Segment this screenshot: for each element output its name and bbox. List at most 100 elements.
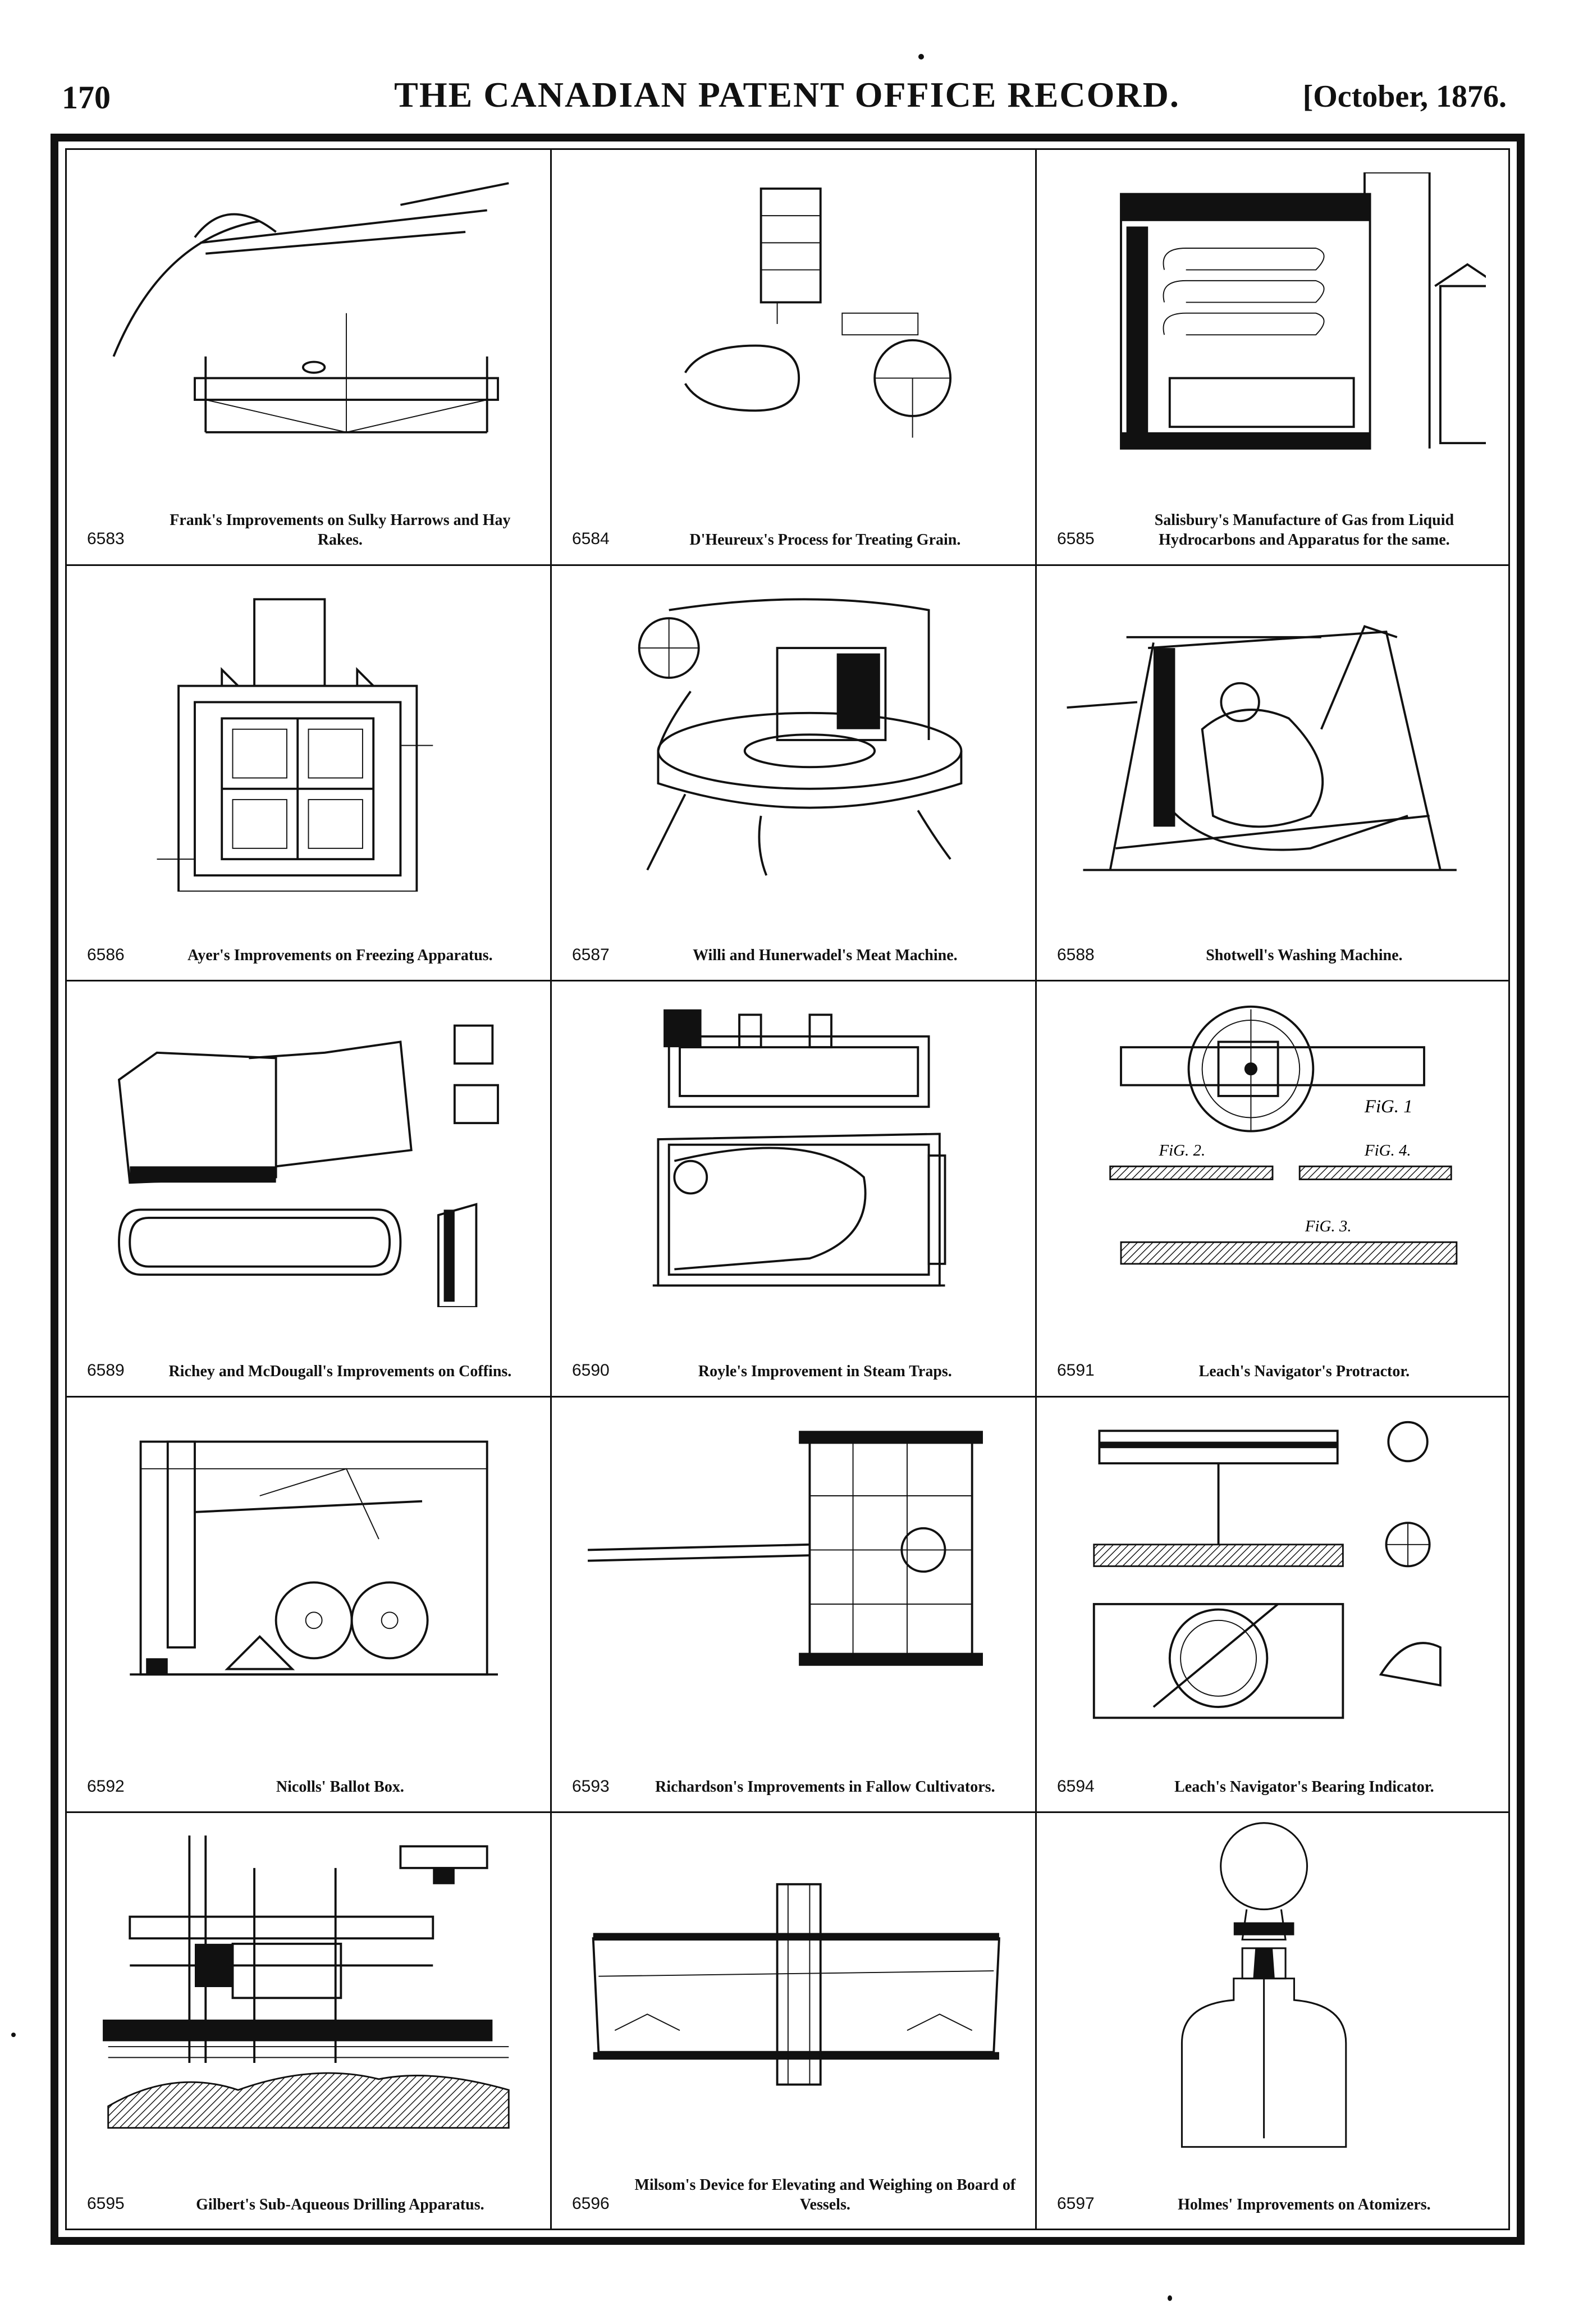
patent-drawing: [89, 1420, 528, 1723]
journal-title: THE CANADIAN PATENT OFFICE RECORD.: [394, 75, 1180, 115]
patent-caption: 6593 Richardson's Improvements in Fallow …: [572, 1776, 1018, 1797]
patent-number: 6592: [87, 1777, 125, 1796]
patent-caption: 6592 Nicolls' Ballot Box.: [87, 1776, 533, 1797]
svg-text:FiG. 4.: FiG. 4.: [1364, 1142, 1411, 1159]
patent-drawing: [574, 588, 1013, 892]
patent-number: 6595: [87, 2194, 125, 2213]
patent-number: 6585: [1057, 529, 1095, 549]
patent-entry-6588: 6588 Shotwell's Washing Machine.: [1037, 566, 1508, 982]
patent-entry-6589: 6589 Richey and McDougall's Improvements …: [67, 981, 552, 1398]
patent-number: 6597: [1057, 2194, 1095, 2213]
patent-title: Milsom's Device for Elevating and Weighi…: [634, 2176, 1016, 2213]
patent-number: 6583: [87, 529, 125, 549]
patent-drawing: [574, 1420, 1013, 1723]
patent-grid: 6583 Frank's Improvements on Sulky Harrow…: [65, 148, 1510, 2230]
print-speck: [918, 54, 924, 60]
patent-drawing: [1059, 1819, 1486, 2156]
patent-drawing: [1059, 171, 1501, 476]
patent-entry-6592: 6592 Nicolls' Ballot Box.: [67, 1397, 552, 1814]
patent-illustration: [112, 182, 509, 433]
patent-entry-6596: 6596 Milsom's Device for Elevating and We…: [552, 1813, 1037, 2229]
patent-illustration: [103, 1836, 510, 2129]
patent-number: 6589: [87, 1361, 125, 1380]
patent-title: Gilbert's Sub-Aqueous Drilling Apparatus…: [196, 2195, 484, 2213]
patent-drawing: [574, 1004, 1013, 1307]
patent-number: 6588: [1057, 945, 1095, 964]
print-speck: [11, 2033, 16, 2037]
patent-number: 6584: [572, 529, 610, 549]
patent-title: Nicolls' Ballot Box.: [276, 1778, 404, 1796]
patent-caption: 6597 Holmes' Improvements on Atomizers.: [1057, 2193, 1491, 2215]
patent-entry-6594: 6594 Leach's Navigator's Bearing Indicato…: [1037, 1398, 1508, 1814]
patent-drawing: [89, 172, 528, 476]
patent-illustration: [592, 1883, 1000, 2086]
patent-entry-6587: 6587 Willi and Hunerwadel's Meat Machine.: [552, 565, 1037, 982]
patent-title: Salisbury's Manufacture of Gas from Liqu…: [1154, 511, 1454, 549]
page-header: 170 THE CANADIAN PATENT OFFICE RECORD. […: [0, 0, 1574, 135]
patent-entry-6585: 6585 Salisbury's Manufacture of Gas from …: [1037, 150, 1508, 566]
patent-entry-6590: 6590 Royle's Improvement in Steam Traps.: [552, 981, 1037, 1398]
patent-title: Richardson's Improvements in Fallow Cult…: [655, 1778, 995, 1796]
patent-title: D'Heureux's Process for Treating Grain.: [689, 531, 961, 549]
patent-caption: 6583 Frank's Improvements on Sulky Harrow…: [87, 510, 533, 550]
patent-illustration: [1120, 171, 1501, 450]
patent-title: Shotwell's Washing Machine.: [1206, 947, 1403, 965]
patent-caption: 6596 Milsom's Device for Elevating and We…: [572, 2175, 1018, 2215]
issue-date: [October, 1876.: [1302, 79, 1507, 114]
patent-title: Willi and Hunerwadel's Meat Machine.: [693, 947, 958, 965]
patent-number: 6586: [87, 945, 125, 964]
patent-illustration: [117, 1024, 499, 1309]
patent-drawing: [89, 1836, 528, 2139]
svg-text:FiG. 1: FiG. 1: [1364, 1097, 1413, 1117]
patent-drawing: [89, 588, 528, 893]
patent-entry-6595: 6595 Gilbert's Sub-Aqueous Drilling Appar…: [67, 1813, 552, 2229]
print-speck: [1168, 2295, 1172, 2301]
patent-title: Leach's Navigator's Protractor.: [1198, 1362, 1410, 1380]
patent-entry-6583: 6583 Frank's Improvements on Sulky Harrow…: [67, 150, 552, 566]
patent-number: 6590: [572, 1361, 610, 1380]
patent-entry-6584: 6584 D'Heureux's Process for Treating Gra…: [552, 150, 1037, 566]
patent-number: 6591: [1057, 1361, 1095, 1380]
patent-title: Royle's Improvement in Steam Traps.: [698, 1362, 952, 1380]
patent-title: Ayer's Improvements on Freezing Apparatu…: [187, 947, 493, 965]
patent-drawing: [89, 1004, 528, 1309]
patent-title: Leach's Navigator's Bearing Indicator.: [1174, 1778, 1434, 1796]
svg-text:FiG. 2.: FiG. 2.: [1159, 1142, 1206, 1159]
patent-title: Richey and McDougall's Improvements on C…: [168, 1362, 512, 1380]
patent-number: 6587: [572, 945, 610, 964]
patent-entry-6586: 6586 Ayer's Improvements on Freezing Appa…: [67, 565, 552, 982]
plate-frame: 6583 Frank's Improvements on Sulky Harrow…: [51, 134, 1525, 2245]
patent-illustration: [130, 1440, 498, 1675]
patent-illustration: [1067, 624, 1457, 871]
patent-caption: 6584 D'Heureux's Process for Treating Gra…: [572, 528, 1018, 550]
patent-number: 6594: [1057, 1777, 1095, 1796]
patent-caption: 6587 Willi and Hunerwadel's Meat Machine.: [572, 944, 1018, 966]
patent-caption: 6595 Gilbert's Sub-Aqueous Drilling Appar…: [87, 2193, 533, 2215]
patent-entry-6593: 6593 Richardson's Improvements in Fallow …: [552, 1397, 1037, 1814]
patent-caption: 6586 Ayer's Improvements on Freezing Appa…: [87, 944, 533, 966]
patent-caption: 6594 Leach's Navigator's Bearing Indicato…: [1057, 1776, 1491, 1797]
patent-drawing: [1059, 588, 1486, 892]
patent-illustration: [652, 1009, 946, 1287]
patent-illustration: [638, 597, 963, 876]
patent-illustration: [157, 597, 433, 893]
patent-drawing: [574, 1836, 1013, 2139]
patent-illustration: [1092, 1421, 1442, 1719]
patent-number: 6593: [572, 1777, 610, 1796]
patent-illustration: [588, 1431, 983, 1666]
page-number: 170: [62, 79, 111, 116]
patent-caption: 6591 Leach's Navigator's Protractor.: [1057, 1360, 1491, 1381]
patent-caption: 6585 Salisbury's Manufacture of Gas from …: [1057, 510, 1491, 550]
patent-entry-6597: 6597 Holmes' Improvements on Atomizers.: [1037, 1813, 1508, 2229]
patent-caption: 6590 Royle's Improvement in Steam Traps.: [572, 1360, 1018, 1381]
patent-title: Holmes' Improvements on Atomizers.: [1178, 2195, 1431, 2213]
patent-title: Frank's Improvements on Sulky Harrows an…: [170, 511, 511, 549]
patent-number: 6596: [572, 2194, 610, 2213]
patent-drawing: [574, 172, 1013, 476]
patent-illustration: [684, 188, 952, 438]
patent-illustration: [1180, 1822, 1347, 2148]
patent-caption: 6589 Richey and McDougall's Improvements …: [87, 1360, 533, 1381]
